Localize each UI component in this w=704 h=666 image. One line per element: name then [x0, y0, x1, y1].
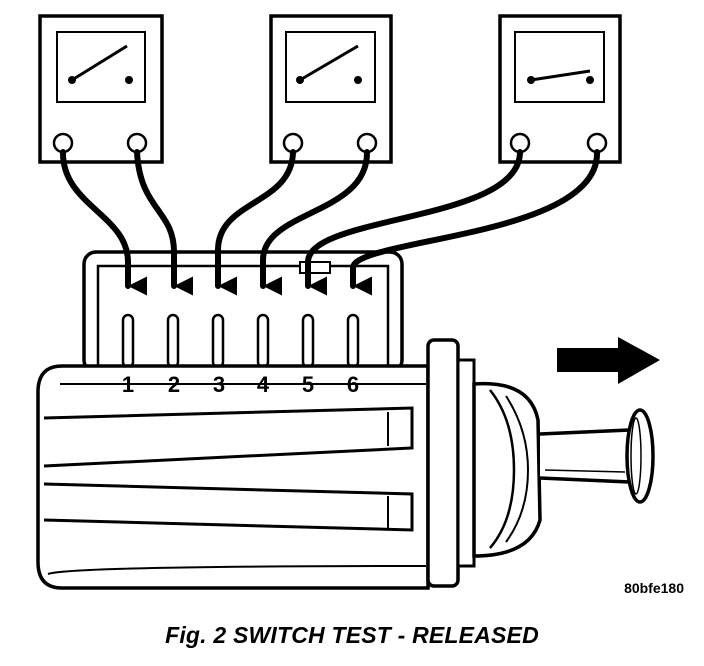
lead-meter2-to-pin4	[260, 149, 371, 296]
pin-label-1: 1	[122, 372, 134, 397]
meter-3-closed-switch-icon	[530, 69, 591, 82]
pin-label-4: 4	[257, 372, 270, 397]
pin-2	[166, 313, 180, 369]
switch-body	[36, 364, 430, 590]
figure-reference-code: 80bfe180	[624, 580, 684, 596]
figure-caption: Fig. 2 SWITCH TEST - RELEASED	[165, 622, 539, 648]
meter-2-open-switch-icon	[299, 44, 359, 82]
pin-label-2: 2	[168, 372, 180, 397]
pin-label-6: 6	[347, 372, 359, 397]
lead-meter3-to-pin5	[305, 149, 523, 296]
pin-5	[301, 313, 315, 369]
lead-meter1-to-pin2	[134, 149, 194, 296]
ohmmeter-1	[38, 14, 164, 164]
plunger-cap	[625, 408, 655, 504]
meter-1-open-switch-icon	[71, 44, 128, 82]
switch-plunger	[539, 408, 655, 504]
pin-4	[256, 313, 270, 369]
pin-label-5: 5	[302, 372, 314, 397]
test-leads	[59, 149, 601, 296]
pin-6	[346, 313, 360, 369]
lead-meter3-to-pin6	[350, 149, 601, 296]
meter-2-display	[285, 31, 376, 103]
ohmmeter-2	[269, 14, 393, 164]
lead-meter2-to-pin3	[215, 149, 296, 296]
pin-1	[121, 313, 135, 369]
meter-1-display	[56, 31, 146, 103]
body-slot-upper	[43, 406, 414, 468]
body-slot-lower	[43, 482, 414, 532]
meter-3-display	[514, 31, 605, 103]
ohmmeter-3	[498, 14, 622, 164]
lead-meter1-to-pin1	[59, 149, 148, 296]
pin-3	[211, 313, 225, 369]
pin-label-3: 3	[213, 372, 225, 397]
switch-boot	[472, 381, 542, 558]
release-direction-arrow-icon	[557, 337, 660, 384]
connector-pins	[121, 313, 360, 369]
switch-flange	[426, 338, 476, 588]
pin-labels: 1 2 3 4 5 6	[122, 372, 359, 397]
